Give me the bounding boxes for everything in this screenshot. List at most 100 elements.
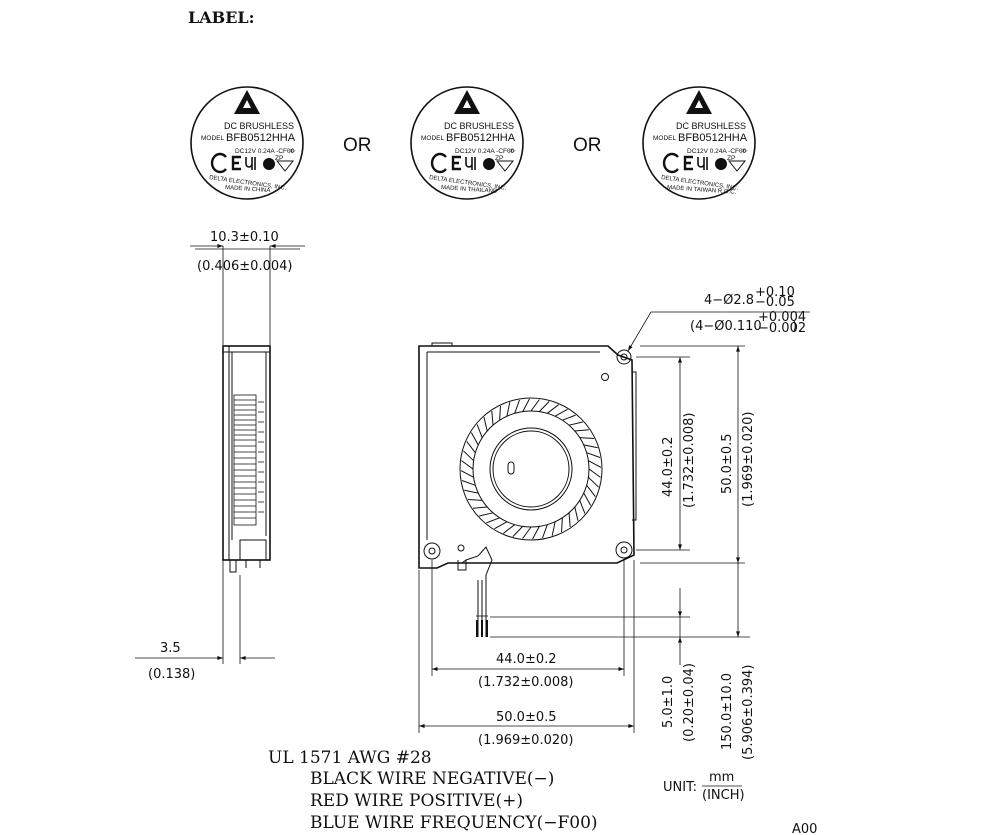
- label-rating: DC12V 0.24A -CF00: [687, 148, 747, 155]
- dim-lead: 150.0±10.0: [720, 673, 735, 750]
- dim-size-h-inch: (1.969±0.020): [478, 733, 573, 748]
- impeller-blade: [561, 517, 563, 533]
- lead-dimensions: 5.0±1.0 (0.20±0.04) 150.0±10.0 (5.906±0.…: [490, 563, 756, 760]
- impeller-blade: [461, 460, 474, 470]
- label-origin: MADE IN TAIWAN R.O.C.: [667, 185, 737, 196]
- impeller-blade: [530, 399, 540, 412]
- dim-hole-inch-close: ): [792, 319, 797, 334]
- front-view: [418, 342, 637, 637]
- impeller-blade: [464, 489, 479, 494]
- label-model-prefix: MODEL: [653, 135, 677, 142]
- dim-pitch-h: 44.0±0.2: [496, 652, 557, 667]
- dim-hole-minus: −0.05: [755, 295, 795, 310]
- impeller-blade: [583, 492, 592, 506]
- label-model: BFB0512HHA: [446, 132, 516, 144]
- unit-bottom: (INCH): [702, 788, 745, 803]
- dim-hole-inch-minus: −0.002: [758, 321, 806, 336]
- impeller-blade: [466, 441, 476, 454]
- impeller-blade: [551, 521, 556, 536]
- impeller-blade: [460, 470, 474, 478]
- impeller-blade: [503, 524, 516, 534]
- impeller-blade: [522, 398, 530, 412]
- dim-thickness-inch: (0.406±0.004): [197, 259, 292, 274]
- dim-hole-plus: +0.10: [755, 285, 795, 300]
- label-line1: DC BRUSHLESS: [444, 121, 514, 131]
- impeller-blade: [483, 417, 488, 432]
- impeller-blade: [461, 480, 476, 486]
- impeller-blade: [491, 410, 494, 426]
- label-cert: ZP: [495, 155, 503, 162]
- dim-size-v: 50.0±0.5: [720, 433, 735, 494]
- or-text-1: OR: [343, 135, 372, 156]
- dim-strip-inch: (0.20±0.04): [682, 663, 697, 742]
- label-line1: DC BRUSHLESS: [224, 121, 294, 131]
- impeller-blade: [579, 500, 586, 514]
- impeller-blade: [470, 432, 479, 446]
- dim-pitch-h-inch: (1.732±0.008): [478, 675, 573, 690]
- dim-size-v-inch: (1.969±0.020): [741, 412, 756, 507]
- impeller-blade: [574, 429, 590, 432]
- impeller-blade: [476, 424, 483, 438]
- label-model: BFB0512HHA: [226, 132, 296, 144]
- lead-wires: [476, 580, 488, 637]
- unit-label: UNIT:: [663, 780, 697, 795]
- fan-label-taiwan: DC BRUSHLESS MODEL BFB0512HHA DC12V 0.24…: [641, 85, 757, 201]
- unit-top: mm: [709, 770, 734, 785]
- impeller-blade: [579, 437, 595, 439]
- impeller-blade: [467, 499, 483, 501]
- impeller-blade: [514, 399, 520, 414]
- impeller-blade: [532, 526, 540, 540]
- wire-black: BLACK WIRE NEGATIVE(−): [310, 769, 554, 789]
- wire-blue: BLUE WIRE FREQUENCY(−F00): [310, 813, 598, 833]
- wiring-notes: UL 1571 AWG #28 BLACK WIRE NEGATIVE(−) R…: [268, 748, 598, 833]
- unit-note: UNIT: mm (INCH): [663, 770, 745, 803]
- impeller-blade: [542, 524, 548, 539]
- fan-label-thailand: DC BRUSHLESS MODEL BFB0512HHA DC12V 0.24…: [409, 85, 525, 201]
- dim-hole: 4−Ø2.8: [704, 293, 754, 308]
- hole-callout: 4−Ø2.8 +0.10 −0.05 (4−Ø0.110 +0.004 −0.0…: [627, 285, 810, 352]
- dim-pitch-v: 44.0±0.2: [661, 436, 676, 497]
- mount-hole-tr-small: [601, 373, 609, 381]
- label-rating: DC12V 0.24A -CF00: [235, 148, 295, 155]
- revision: A00: [792, 822, 817, 835]
- horizontal-dimensions: 44.0±0.2 (1.732±0.008) 50.0±0.5 (1.969±0…: [418, 560, 635, 748]
- dim-side-offset: 3.5: [160, 641, 181, 656]
- impeller-blade: [583, 444, 598, 449]
- impeller-blade: [588, 476, 599, 488]
- impeller-blade: [538, 401, 550, 412]
- dim-strip: 5.0±1.0: [661, 676, 676, 728]
- fan-label-china: DC BRUSHLESS MODEL BFB0512HHA DC12V 0.24…: [189, 85, 305, 201]
- dim-pitch-v-inch: (1.732±0.008): [682, 413, 697, 508]
- label-model: BFB0512HHA: [678, 132, 748, 144]
- impeller: [459, 397, 603, 541]
- impeller-blade: [472, 506, 488, 509]
- wire-spec: UL 1571 AWG #28: [268, 748, 432, 768]
- label-model-prefix: MODEL: [201, 135, 225, 142]
- side-view: 10.3±0.10 (0.406±0.004) 3.5 (0.138): [135, 230, 305, 682]
- dim-side-offset-inch: (0.138): [148, 667, 195, 682]
- dim-size-h: 50.0±0.5: [496, 710, 557, 725]
- dim-thickness: 10.3±0.10: [210, 230, 279, 245]
- label-line1: DC BRUSHLESS: [676, 121, 746, 131]
- mount-hole-tl: [616, 349, 632, 365]
- impeller-blade: [586, 484, 596, 497]
- side-view-slats: [233, 394, 264, 526]
- label-rating: DC12V 0.24A -CF00: [455, 148, 515, 155]
- impeller-blade: [588, 460, 602, 468]
- mount-hole-bl: [423, 542, 441, 560]
- impeller-blade: [479, 512, 494, 517]
- label-origin: MADE IN CHINA: [225, 185, 271, 194]
- impeller-blade: [546, 404, 559, 414]
- impeller-blade: [512, 526, 524, 537]
- mount-hole-br: [615, 541, 633, 559]
- impeller-blade: [562, 414, 576, 421]
- impeller-blade: [522, 526, 532, 539]
- label-heading: LABEL:: [188, 8, 255, 27]
- label-cert: ZP: [727, 155, 735, 162]
- impeller-blade: [568, 512, 571, 528]
- impeller-blade: [494, 521, 508, 530]
- vertical-dimensions: 44.0±0.2 (1.732±0.008) 50.0±0.5 (1.969±0…: [636, 345, 756, 564]
- dim-hole-inch-plus: +0.004: [758, 310, 806, 325]
- impeller-blade: [499, 405, 501, 421]
